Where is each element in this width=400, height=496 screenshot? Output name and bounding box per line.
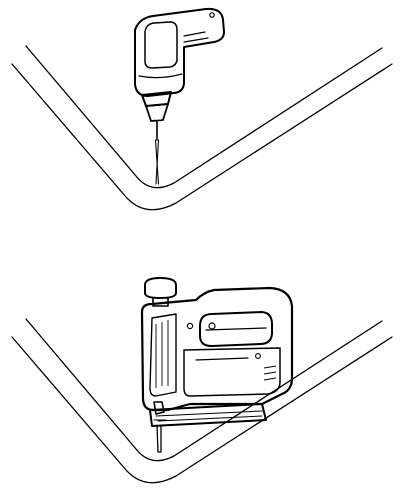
panel-drill bbox=[11, 7, 393, 211]
countertop-outer-edge bbox=[11, 63, 393, 211]
countertop-outer-edge bbox=[11, 336, 393, 484]
panel-jigsaw bbox=[11, 277, 393, 484]
countertop-inner-edge bbox=[25, 45, 383, 189]
drill-icon bbox=[134, 7, 225, 185]
jigsaw-icon bbox=[140, 277, 294, 453]
countertop-inner-edge bbox=[25, 318, 383, 462]
